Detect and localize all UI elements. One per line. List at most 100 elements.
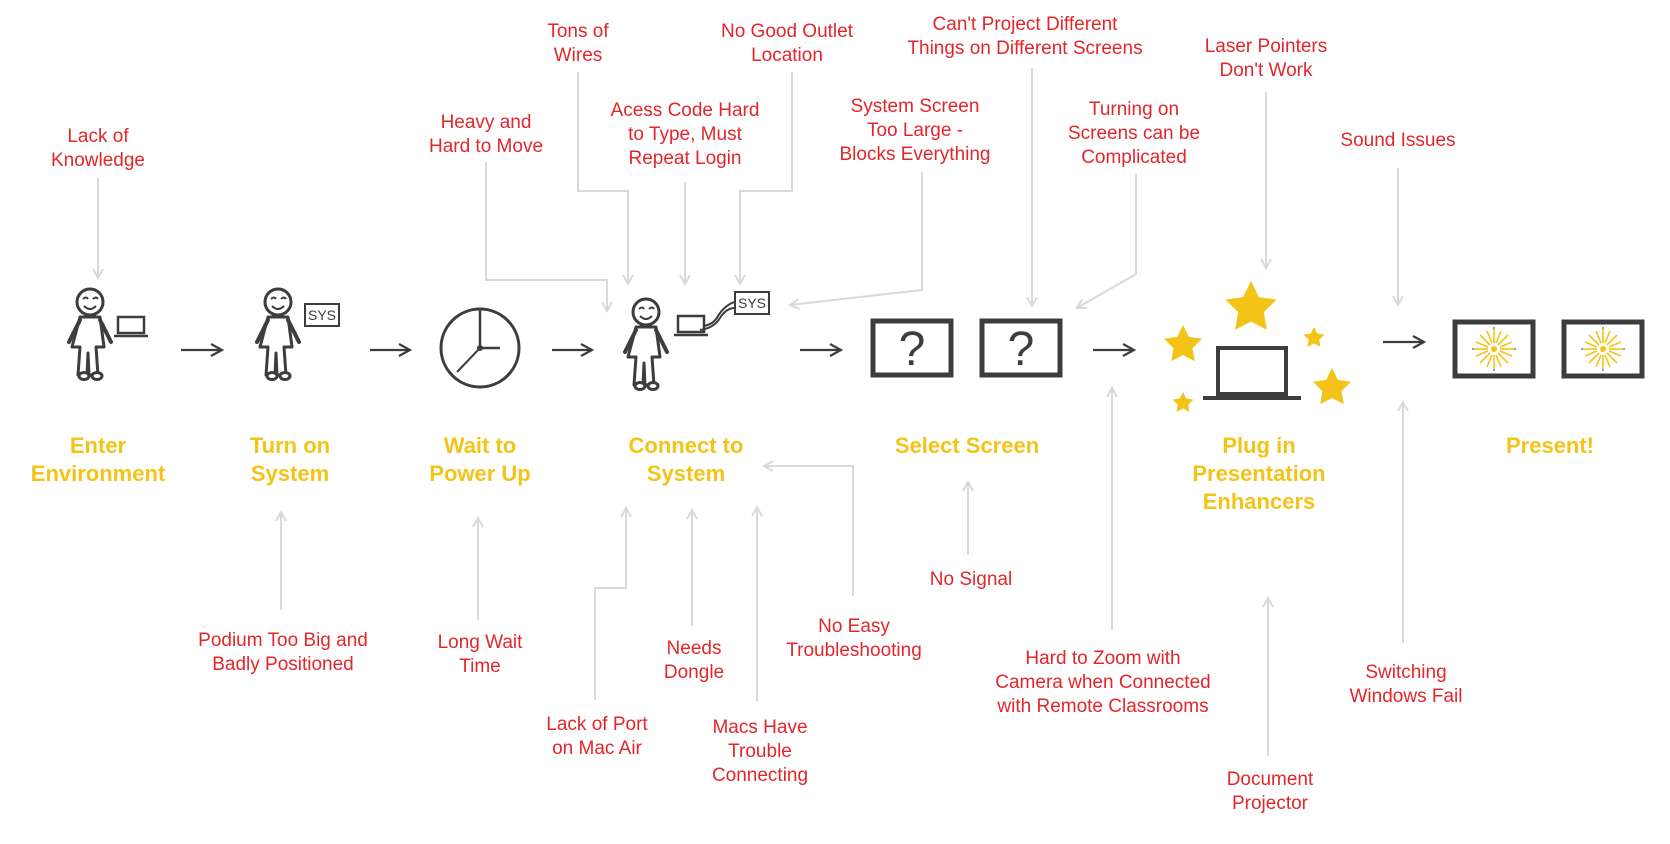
- issue-line: Projector: [1232, 793, 1309, 814]
- step-label-line: System: [251, 461, 329, 486]
- issue-line: Camera when Connected: [995, 672, 1210, 693]
- question-mark-icon: ?: [1008, 323, 1035, 376]
- present-screens-icon: [1452, 319, 1645, 379]
- select-screen-icon: ? ?: [870, 318, 1063, 378]
- issue-line: Wires: [554, 45, 603, 66]
- issue-line: Badly Positioned: [212, 654, 354, 675]
- issue-line: Macs Have: [712, 717, 807, 738]
- step-label-line: Plug in: [1222, 433, 1295, 458]
- star-icon: [1172, 392, 1194, 412]
- issue-arrow: [1077, 174, 1137, 308]
- issue-line: Hard to Zoom with: [1025, 648, 1180, 669]
- issue-arrow: [485, 162, 607, 311]
- sys-box-icon: SYS: [734, 291, 770, 315]
- issue-line: Complicated: [1081, 147, 1187, 168]
- issue-no-signal: No Signal: [930, 569, 1012, 590]
- question-mark-icon: ?: [899, 323, 926, 376]
- sys-box-icon: SYS: [304, 303, 340, 327]
- step-label-present: Present!: [1506, 433, 1594, 458]
- step-label-turn-on-system: Turn on System: [250, 433, 330, 486]
- issue-line: Heavy and: [441, 112, 532, 133]
- step-label-line: Power Up: [429, 461, 530, 486]
- issue-line: No Signal: [930, 569, 1012, 590]
- step-label-line: Connect to: [629, 433, 744, 458]
- step-label-line: Present!: [1506, 433, 1594, 458]
- issue-line: Document: [1227, 769, 1314, 790]
- issue-arrow: [594, 508, 626, 700]
- issue-line: Lack of Port: [546, 714, 648, 735]
- issue-line: Blocks Everything: [839, 144, 990, 165]
- issue-arrow: [790, 172, 923, 305]
- step-label-wait-to-power-up: Wait to Power Up: [429, 433, 530, 486]
- issue-line: Trouble: [728, 741, 792, 762]
- star-icon: [1303, 327, 1325, 347]
- step-label-select-screen: Select Screen: [895, 433, 1039, 458]
- issue-line: Long Wait: [438, 632, 524, 653]
- issue-arrow: [577, 72, 628, 284]
- issue-line: Knowledge: [51, 150, 145, 171]
- issue-line: Time: [459, 656, 501, 677]
- issue-line: Don't Work: [1219, 60, 1313, 81]
- star-icon: [1164, 325, 1202, 362]
- turn-on-system-icon: SYS: [255, 287, 340, 382]
- issue-arrows: [98, 68, 1403, 756]
- issue-lack-of-port: Lack of Port on Mac Air: [546, 714, 648, 759]
- issue-line: Repeat Login: [628, 148, 741, 169]
- issue-sound-issues: Sound Issues: [1340, 130, 1455, 151]
- issue-line: Connecting: [712, 765, 808, 786]
- issue-line: Location: [751, 45, 823, 66]
- issue-tons-of-wires: Tons of Wires: [547, 21, 609, 66]
- step-label-connect-to-system: Connect to System: [629, 433, 744, 486]
- issue-line: No Good Outlet: [721, 21, 854, 42]
- issue-line: Can't Project Different: [933, 14, 1119, 35]
- issue-line: Needs: [667, 638, 722, 659]
- step-label-line: Presentation: [1192, 461, 1325, 486]
- issue-line: Too Large -: [867, 120, 963, 141]
- step-label-line: System: [647, 461, 725, 486]
- connect-to-system-icon: SYS: [623, 291, 770, 392]
- issue-line: on Mac Air: [552, 738, 642, 759]
- step-label-line: Enter: [70, 433, 127, 458]
- svg-text:SYS: SYS: [308, 307, 336, 323]
- issue-line: Things on Different Screens: [907, 38, 1142, 59]
- issue-line: Acess Code Hard: [611, 100, 760, 121]
- step-label-line: Wait to: [444, 433, 517, 458]
- issue-line: No Easy: [818, 616, 890, 637]
- issue-line: to Type, Must: [628, 124, 742, 145]
- step-label-line: Environment: [31, 461, 166, 486]
- issue-arrow: [764, 466, 854, 596]
- step-label-line: Select Screen: [895, 433, 1039, 458]
- issue-line: Dongle: [664, 662, 724, 683]
- presentation-enhancers-icon: [1164, 281, 1351, 412]
- issue-line: Troubleshooting: [786, 640, 922, 661]
- svg-text:SYS: SYS: [738, 295, 766, 311]
- issue-line: System Screen: [851, 96, 980, 117]
- step-label-line: Turn on: [250, 433, 330, 458]
- issue-line: Tons of: [547, 21, 609, 42]
- issue-line: Turning on: [1089, 99, 1179, 120]
- issue-line: Switching: [1365, 662, 1446, 683]
- issue-line: Podium Too Big and: [198, 630, 368, 651]
- issue-line: Hard to Move: [429, 136, 543, 157]
- flow-arrows: [181, 342, 1424, 350]
- issue-line: Lack of: [67, 126, 129, 147]
- enter-environment-icon: [67, 287, 150, 382]
- clock-icon: [439, 307, 521, 389]
- issue-line: Windows Fail: [1350, 686, 1463, 707]
- issue-line: with Remote Classrooms: [996, 696, 1208, 717]
